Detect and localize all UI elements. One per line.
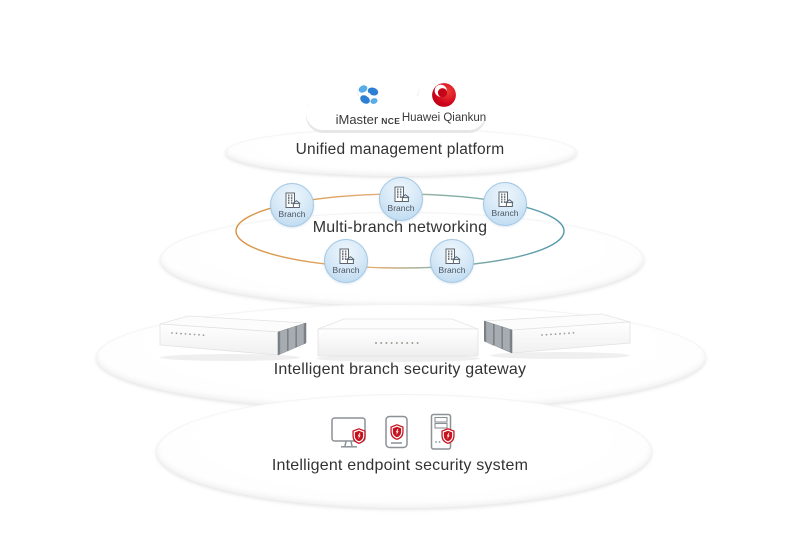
huawei-qiankun-logo-icon: [432, 83, 456, 107]
shield-bolt-icon: [441, 428, 455, 444]
imaster-suffix: NCE: [381, 116, 401, 126]
platform-ellipse-endpoint: [156, 394, 652, 508]
qiankun-name: Huawei Qiankun: [401, 112, 487, 124]
imaster-nce-logo-icon: [358, 85, 379, 104]
branch-node-5: Branch: [430, 239, 474, 283]
gateway-device-right: [484, 313, 631, 359]
branch-node-label: Branch: [278, 209, 306, 220]
endpoint-layer-label: Intelligent endpoint security system: [271, 457, 529, 474]
branch-node-label: Branch: [438, 265, 466, 276]
networking-layer-label: Multi-branch networking: [312, 219, 488, 236]
branch-node-1: Branch: [270, 183, 314, 227]
branch-building-icon: [498, 191, 514, 208]
management-layer-label: Unified management platform: [295, 141, 505, 158]
branch-building-icon: [394, 186, 410, 203]
branch-node-label: Branch: [387, 203, 415, 214]
branch-node-4: Branch: [324, 239, 368, 283]
gateway-layer-label: Intelligent branch security gateway: [273, 361, 527, 378]
branch-building-icon: [445, 248, 461, 265]
imaster-nce-product: iMaster NCE: [328, 82, 408, 127]
huawei-qiankun-product: Huawei Qiankun: [402, 82, 486, 124]
imaster-name: iMaster: [335, 112, 379, 127]
branch-node-label: Branch: [332, 265, 360, 276]
gateway-device-left: [159, 315, 307, 361]
branch-building-icon: [285, 192, 301, 209]
branch-node-2: Branch: [379, 177, 423, 221]
shield-bolt-icon: [390, 424, 404, 440]
branch-node-3: Branch: [483, 182, 527, 226]
branch-node-label: Branch: [491, 208, 519, 219]
branch-building-icon: [339, 248, 355, 265]
shield-bolt-icon: [352, 428, 366, 444]
gateway-device-center: [316, 318, 480, 362]
